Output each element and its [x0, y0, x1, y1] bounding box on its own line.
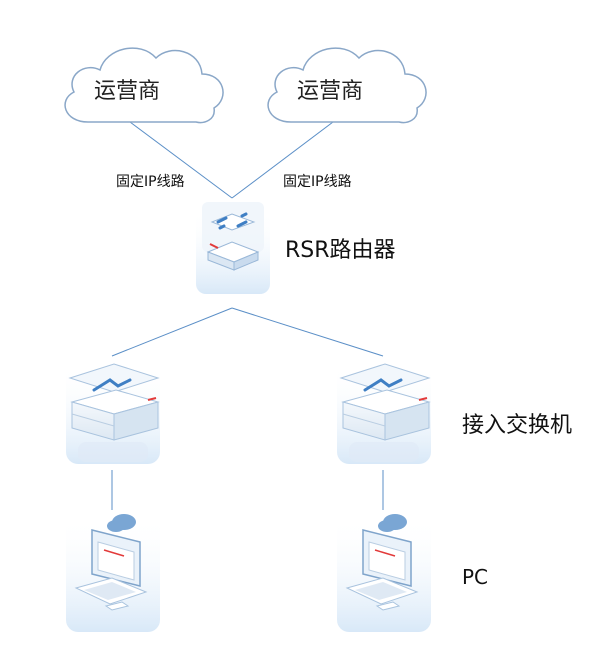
pc-icon — [66, 514, 160, 632]
line-cloud2-router — [231, 121, 334, 199]
link-label: 固定IP线路 — [116, 174, 185, 190]
link-label: 固定IP线路 — [283, 174, 352, 190]
cloud-label: 运营商 — [94, 79, 161, 104]
line-router-switch1 — [111, 307, 233, 357]
cloud-icon — [267, 47, 427, 124]
router-label: RSR路由器 — [285, 238, 396, 263]
connection-lines — [111, 121, 384, 510]
cloud-icon — [64, 47, 224, 124]
pc-label: PC — [462, 565, 489, 589]
line-cloud1-router — [129, 121, 233, 199]
pc-icon — [337, 514, 431, 632]
line-router-switch2 — [231, 307, 384, 357]
switch-icon — [66, 363, 160, 464]
switch-label: 接入交换机 — [462, 413, 573, 438]
switch-icon — [337, 363, 431, 464]
router-icon — [196, 202, 270, 294]
cloud-label: 运营商 — [297, 79, 364, 104]
